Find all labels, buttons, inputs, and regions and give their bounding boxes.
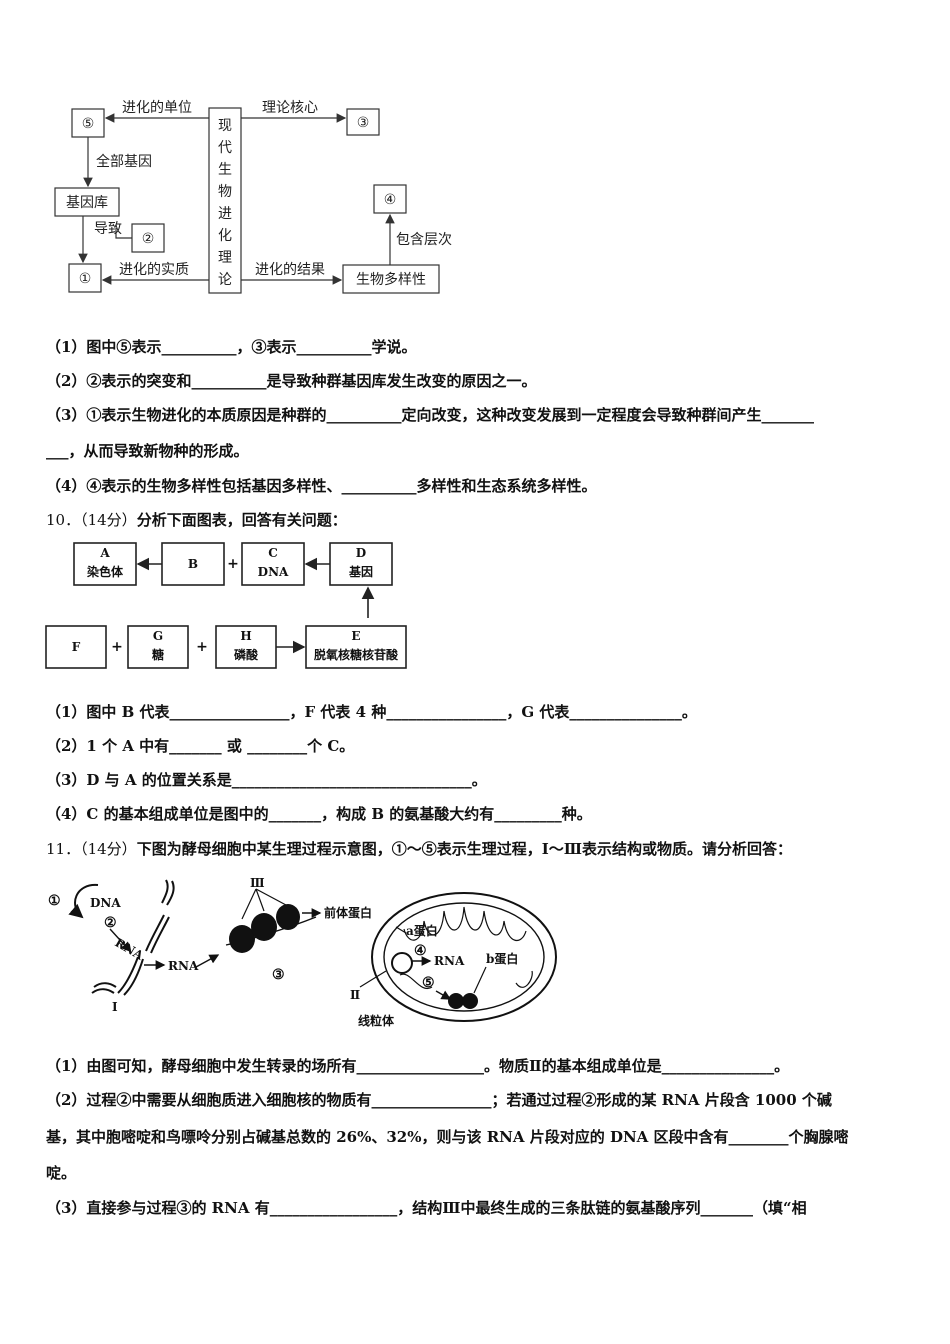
q11-line-1: （1）由图可知，酵母细胞中发生转录的场所有_________________。物… [46,1057,790,1075]
q11-heading: 11．（14分）下图为酵母细胞中某生理过程示意图，①～⑤表示生理过程，Ⅰ～Ⅲ表示… [46,839,792,859]
box-F [45,625,107,669]
label-structure2: Ⅱ [350,988,360,1002]
q9-line-4: ___，从而导致新物种的形成。 [46,442,249,460]
box-3 [346,108,380,136]
center-char: 代 [218,140,232,156]
q10-line-4: （4）C 的基本组成单位是图中的_______，构成 B 的氨基酸大约有____… [46,805,592,823]
label-leads-to: 导致 [94,221,122,237]
box-4 [373,184,407,214]
letter-G: G [153,629,163,643]
q9-line-5: （4）④表示的生物多样性包括基因多样性、__________多样性和生态系统多样… [46,477,597,495]
label-essence: 进化的实质 [119,262,189,278]
center-char: 进 [218,206,232,222]
q11-line-2: （2）过程②中需要从细胞质进入细胞核的物质有________________；若… [46,1091,832,1109]
box-G [127,625,189,669]
label-process1: ① [48,893,61,909]
q9-line-1: （1）图中⑤表示__________，③表示__________学说。 [46,338,417,356]
center-char: 现 [218,118,232,134]
letter-E: E [351,629,360,643]
text-G: 糖 [152,647,164,662]
q10-line-2: （2）1 个 A 中有_______ 或 ________个 C。 [46,737,355,755]
q10-stem: 分析下面图表，回答有关问题： [136,511,347,529]
label-box5: ⑤ [82,116,95,132]
label-rna2: RNA [168,959,199,973]
center-char: 理 [218,250,232,266]
q10-heading: 10．（14分）分析下面图表，回答有关问题： [46,510,347,530]
letter-H: H [240,629,251,643]
label-process3: ③ [272,967,285,983]
label-rna1: RNA [113,935,147,963]
letter-C: C [268,546,278,560]
text-A: 染色体 [86,564,124,579]
text-C: DNA [258,565,289,579]
center-box [208,107,242,294]
evolution-theory-diagram: ⑤ ③ ④ ② ① 基因库 生物多样性 进化的单位 理论核心 全部基因 导致 进… [54,100,452,294]
q11-number: 11． [46,840,81,858]
label-box4: ④ [384,192,397,208]
text-H: 磷酸 [234,647,259,662]
gene-pool-box [54,187,120,217]
letter-A: A [99,546,110,560]
q11-line-5: （3）直接参与过程③的 RNA 有_________________，结构Ⅲ中最… [46,1199,807,1217]
text-E: 脱氧核糖核苷酸 [314,647,399,662]
label-mitochondrion: 线粒体 [358,1013,395,1028]
label-box1: ① [79,271,92,287]
label-theory-core: 理论核心 [262,100,318,116]
q11-line-4: 啶。 [46,1164,77,1182]
box-C [241,542,305,586]
q10-line-1: （1）图中 B 代表________________，F 代表 4 种_____… [46,703,697,721]
label-dna: DNA [90,896,121,910]
letter-D: D [356,546,366,560]
label-a-protein: a蛋白 [406,923,438,938]
dna-structure-diagram: A 染色体 B C DNA D 基因 F G 糖 H 磷酸 E 脱氧核糖核苷酸 … [45,542,407,669]
box-A [73,542,137,586]
label-structure3: Ⅲ [250,876,265,890]
label-process5: ⑤ [422,975,435,991]
center-char: 物 [218,184,232,200]
q11-line-3: 基，其中胞嘧啶和鸟嘌呤分别占碱基总数的 26%、32%，则与该 RNA 片段对应… [46,1128,849,1146]
center-char: 论 [218,272,232,288]
q9-line-3: （3）①表示生物进化的本质原因是种群的__________定向改变，这种改变发展… [46,406,814,424]
q10-line-3: （3）D 与 A 的位置关系是_________________________… [46,771,487,789]
plus-sign: + [196,639,208,655]
center-char: 生 [218,162,232,178]
q10-number: 10． [46,511,81,529]
box-1 [68,263,102,293]
label-gene-pool: 基因库 [66,194,108,211]
q11-points: （14分） [80,840,137,858]
plus-sign: + [227,556,239,572]
box-E [305,625,407,669]
label-b-protein: b蛋白 [486,951,518,966]
q9-line-2: （2）②表示的突变和__________是导致种群基因库发生改变的原因之一。 [46,372,537,390]
label-result: 进化的结果 [255,262,325,278]
letter-B: B [188,557,198,571]
label-levels: 包含层次 [396,232,452,248]
label-process2: ② [104,915,117,931]
label-all-genes: 全部基因 [96,153,152,170]
plus-sign: + [111,639,123,655]
label-precursor: 前体蛋白 [324,905,372,920]
label-rna3: RNA [434,954,465,968]
center-char: 化 [218,228,232,244]
label-structure1: Ⅰ [112,1000,118,1014]
biodiversity-box [342,264,440,294]
text-D: 基因 [348,564,373,579]
label-biodiversity: 生物多样性 [356,271,426,288]
letter-F: F [72,640,81,654]
label-unit: 进化的单位 [122,100,192,116]
label-box3: ③ [357,115,370,131]
q10-points: （14分） [80,511,137,529]
label-box2: ② [142,231,155,247]
q11-stem: 下图为酵母细胞中某生理过程示意图，①～⑤表示生理过程，Ⅰ～Ⅲ表示结构或物质。请分… [136,840,792,858]
label-process4: ④ [414,943,427,959]
yeast-gene-expression-diagram: ① DNA ② RNA RNA Ⅰ Ⅲ ③ 前体蛋白 a蛋白 ④ RNA b蛋白… [48,876,557,1028]
